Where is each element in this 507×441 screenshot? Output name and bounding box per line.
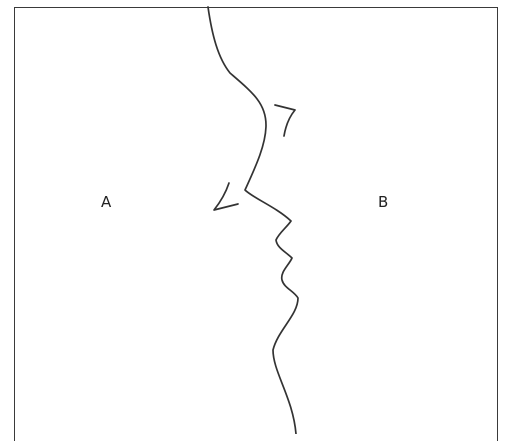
eye-mark	[275, 105, 295, 136]
label-a: A	[101, 195, 111, 210]
face-profile-line	[208, 7, 298, 434]
label-b: B	[378, 195, 388, 210]
nose-eye-mark	[214, 183, 238, 210]
